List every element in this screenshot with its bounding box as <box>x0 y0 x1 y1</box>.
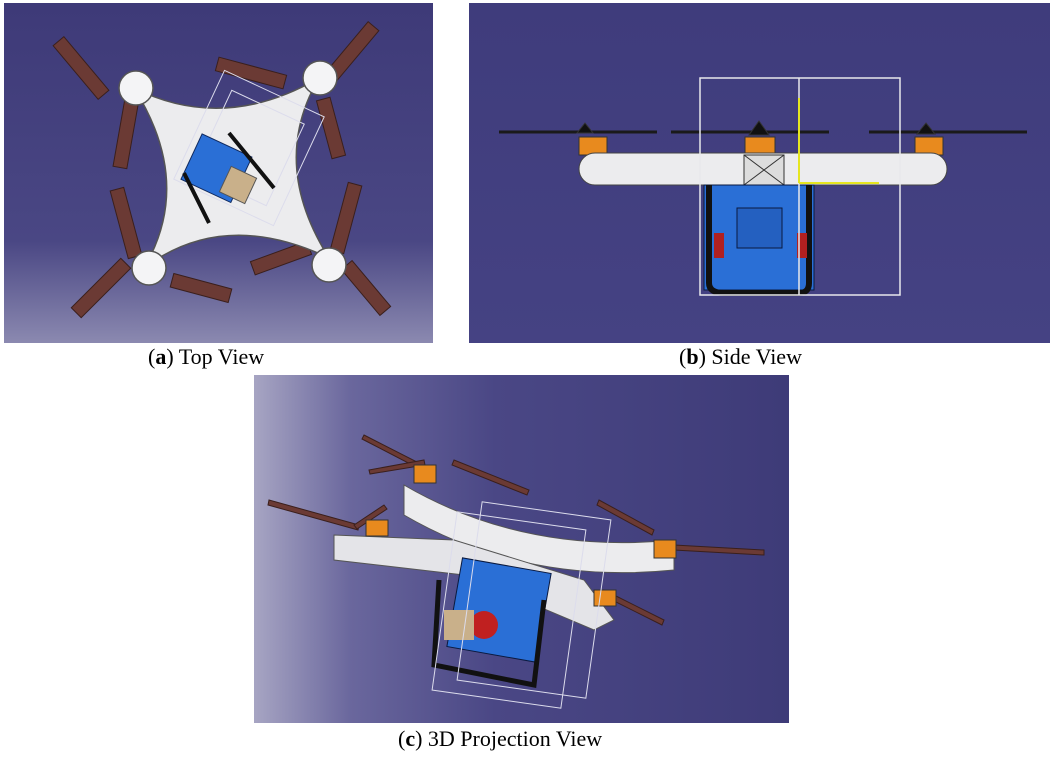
caption-side-view: (b) Side View <box>679 344 802 369</box>
caption-text-a: Top View <box>178 344 265 369</box>
caption-label-c: c <box>405 726 416 751</box>
top-view-image <box>4 3 433 343</box>
caption-label-b: b <box>686 344 699 369</box>
caption-text-b: Side View <box>711 344 802 369</box>
3d-projection-view-image <box>254 375 789 723</box>
caption-label-a: a <box>155 344 167 369</box>
caption-top-view: (a) Top View <box>148 344 265 369</box>
caption-3d-view: (c) 3D Projection View <box>398 726 603 751</box>
caption-text-c: 3D Projection View <box>427 726 603 751</box>
side-view-image <box>469 3 1050 343</box>
